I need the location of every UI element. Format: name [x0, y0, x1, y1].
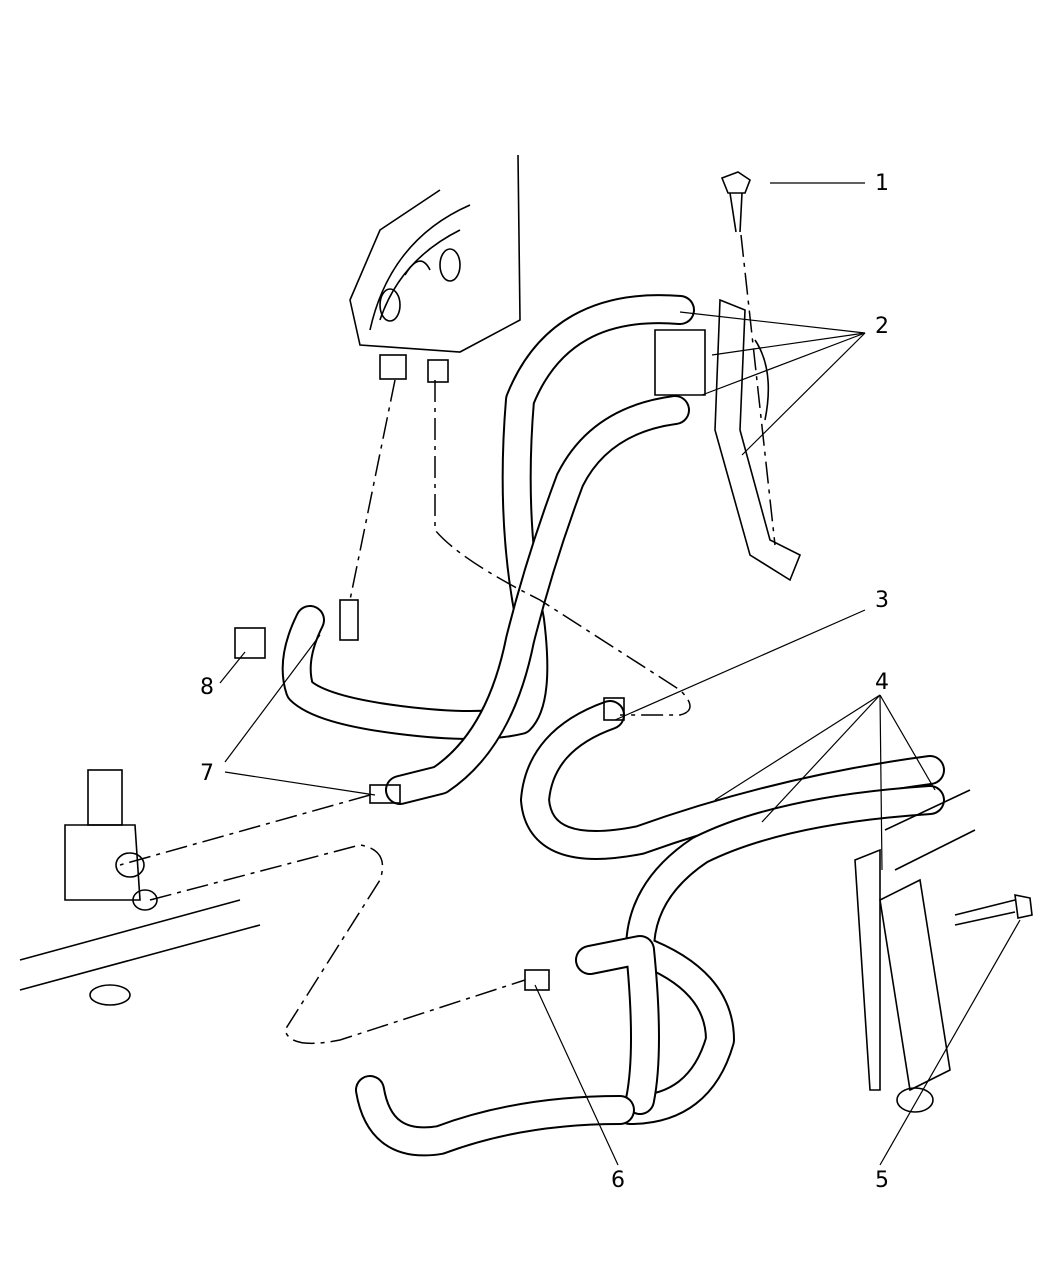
- bolt-1: [720, 171, 776, 546]
- callout-7: 7: [200, 761, 214, 786]
- power-steering-pump: [349, 154, 521, 383]
- leader-lines: [219, 182, 1021, 1166]
- callout-2: 2: [875, 314, 889, 339]
- callout-5: 5: [875, 1168, 889, 1193]
- hose-bracket: [654, 298, 802, 582]
- callout-3: 3: [875, 588, 889, 613]
- cooler-hose: [355, 700, 945, 1157]
- callout-6: 6: [611, 1168, 625, 1193]
- bolt-5: [954, 893, 1033, 926]
- pressure-hose: [281, 294, 695, 740]
- steering-gear: [19, 769, 261, 1006]
- oil-cooler: [854, 789, 976, 1113]
- callout-1: 1: [875, 171, 889, 196]
- fittings: [234, 599, 625, 991]
- callout-4: 4: [875, 670, 889, 695]
- return-hose: [385, 395, 690, 805]
- callout-8: 8: [200, 675, 214, 700]
